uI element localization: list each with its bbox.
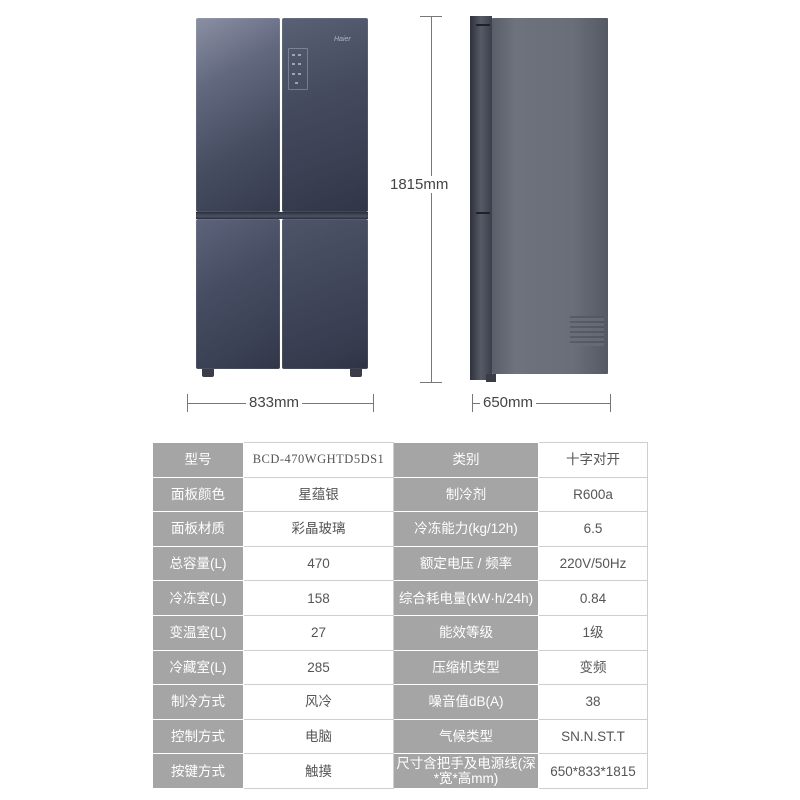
spec-label: 压缩机类型 (393, 649, 539, 686)
height-dimension-label: 1815mm (387, 176, 452, 193)
spec-label: 类别 (393, 442, 539, 478)
fridge-door-gap (196, 212, 368, 219)
spec-label: 制冷剂 (393, 476, 539, 513)
fridge-side-foot (486, 374, 496, 382)
spec-label: 额定电压 / 频率 (393, 545, 539, 582)
spec-value: 触摸 (243, 753, 394, 789)
spec-label: 面板材质 (152, 511, 244, 547)
spec-value: 1级 (538, 614, 648, 651)
depth-dimension-line (472, 403, 610, 404)
spec-value: 星蕴银 (243, 476, 394, 513)
fridge-door-top-left (196, 18, 280, 212)
spec-value: 158 (243, 580, 394, 616)
spec-label: 制冷方式 (152, 684, 244, 720)
spec-label: 冷冻室(L) (152, 580, 244, 616)
fridge-front-view: Haier (196, 18, 368, 377)
spec-value: 风冷 (243, 684, 394, 720)
spec-value: R600a (538, 476, 648, 513)
depth-dimension-label: 650mm (480, 394, 537, 411)
fridge-side-vent (570, 316, 604, 346)
fridge-door-top-right: Haier (282, 18, 368, 212)
brand-logo: Haier (334, 36, 351, 43)
width-dimension-label: 833mm (246, 394, 303, 411)
spec-label: 控制方式 (152, 718, 244, 755)
fridge-side-door-edge (470, 16, 492, 380)
spec-value: 十字对开 (538, 442, 648, 478)
spec-label: 尺寸含把手及电源线(深*宽*高mm) (393, 753, 539, 789)
spec-label: 综合耗电量(kW·h/24h) (393, 580, 539, 616)
spec-value: 285 (243, 649, 394, 686)
spec-value: 变频 (538, 649, 648, 686)
spec-value: SN.N.ST.T (538, 718, 648, 755)
spec-label: 总容量(L) (152, 545, 244, 582)
spec-label: 气候类型 (393, 718, 539, 755)
fridge-door-bottom-right (282, 219, 368, 369)
spec-row: 按键方式触摸尺寸含把手及电源线(深*宽*高mm)650*833*1815 (152, 753, 648, 789)
spec-value: 6.5 (538, 511, 648, 547)
spec-label: 变温室(L) (152, 614, 244, 651)
spec-value: 220V/50Hz (538, 545, 648, 582)
spec-label: 冷冻能力(kg/12h) (393, 511, 539, 547)
spec-value: 电脑 (243, 718, 394, 755)
fridge-door-bottom-left (196, 219, 280, 369)
spec-row: 面板材质彩晶玻璃冷冻能力(kg/12h)6.5 (152, 511, 648, 547)
spec-label: 冷藏室(L) (152, 649, 244, 686)
spec-value: 彩晶玻璃 (243, 511, 394, 547)
fridge-side-panel (492, 18, 608, 374)
spec-row: 制冷方式风冷噪音值dB(A)38 (152, 684, 648, 720)
fridge-foot-right (350, 369, 362, 377)
spec-label: 面板颜色 (152, 476, 244, 513)
spec-label: 能效等级 (393, 614, 539, 651)
spec-value: 470 (243, 545, 394, 582)
spec-value: 650*833*1815 (538, 753, 648, 789)
spec-label: 型号 (152, 442, 244, 478)
fridge-foot-left (202, 369, 214, 377)
control-display-panel (288, 48, 308, 90)
spec-value: 0.84 (538, 580, 648, 616)
height-dimension-line (431, 16, 432, 382)
fridge-side-view (470, 16, 610, 382)
spec-label: 噪音值dB(A) (393, 684, 539, 720)
spec-label: 按键方式 (152, 753, 244, 789)
spec-value: 27 (243, 614, 394, 651)
spec-value: BCD-470WGHTD5DS1 (243, 442, 394, 478)
spec-value: 38 (538, 684, 648, 720)
